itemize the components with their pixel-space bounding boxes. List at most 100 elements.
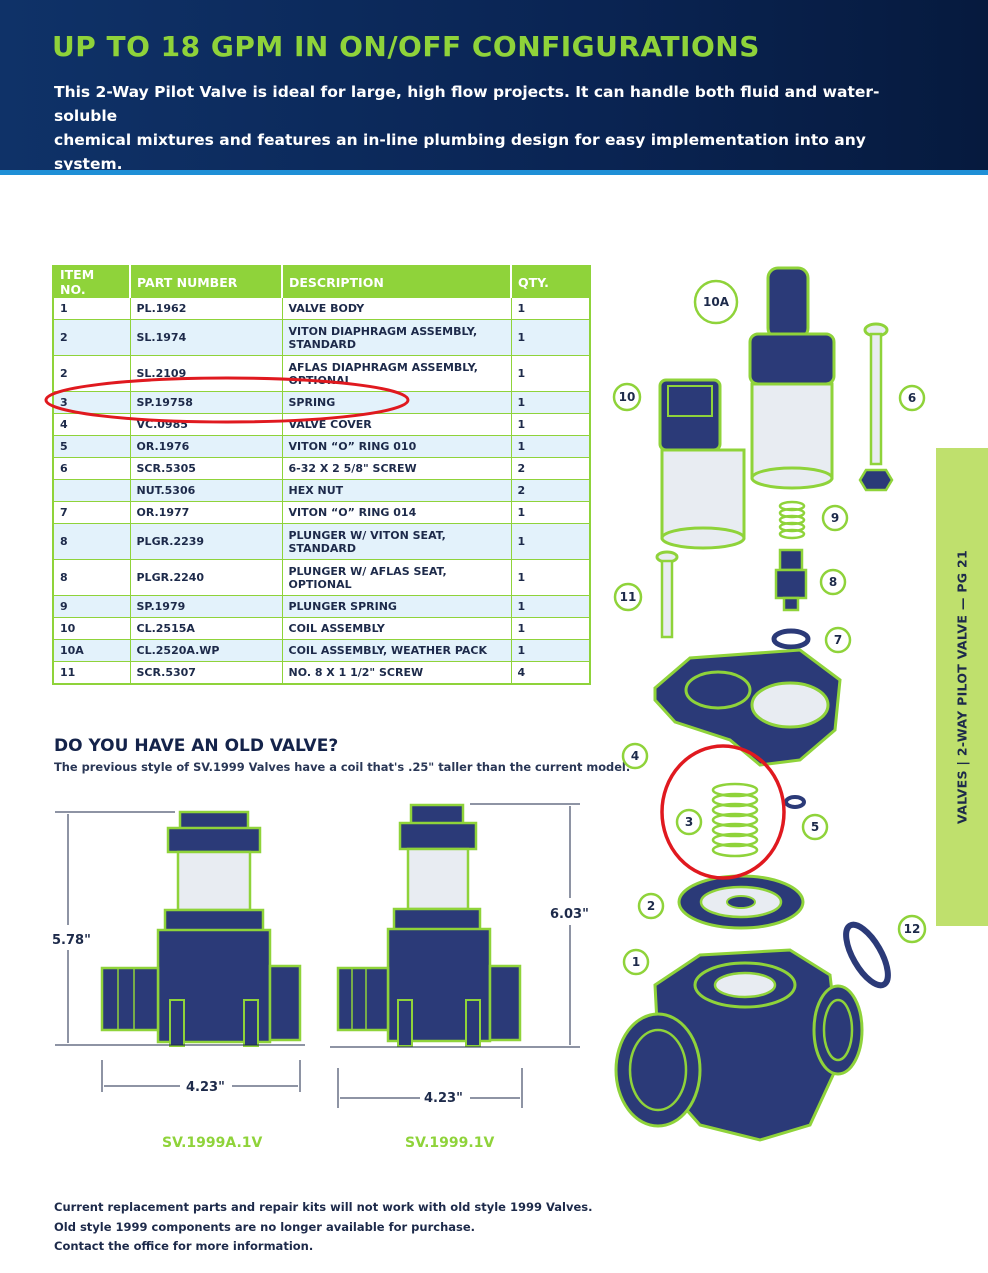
- right-model-label: SV.1999.1V: [405, 1135, 494, 1151]
- intro-line-1: This 2-Way Pilot Valve is ideal for larg…: [54, 83, 880, 125]
- part-number-cell: SP.19758: [129, 391, 283, 414]
- svg-text:10: 10: [619, 390, 636, 404]
- callout-6: 6: [898, 384, 926, 412]
- o-ring-5-part: [784, 795, 806, 809]
- coil-10-part: [658, 378, 746, 550]
- left-model-label: SV.1999A.1V: [162, 1135, 263, 1151]
- item-cell: 3: [52, 391, 131, 414]
- callout-2: 2: [637, 892, 665, 920]
- callout-12: 12: [897, 914, 927, 944]
- part-number-cell: SCR.5307: [129, 661, 283, 685]
- diaphragm-2-part: [677, 874, 805, 930]
- description-line-1: VALVE COVER: [288, 418, 372, 431]
- description-cell: 6-32 X 2 5/8" SCREW: [281, 457, 512, 480]
- right-height-label: 6.03": [550, 907, 589, 922]
- plunger-8-part: [774, 548, 808, 612]
- qty-cell: 1: [510, 595, 591, 618]
- callout-10: 10: [612, 382, 642, 412]
- callout-3: 3: [675, 808, 703, 836]
- qty-cell: 1: [510, 639, 591, 662]
- item-cell: 8: [52, 523, 131, 560]
- callout-1: 1: [622, 948, 650, 976]
- description-cell: PLUNGER W/ VITON SEAT,STANDARD: [281, 523, 512, 560]
- description-line-1: VITON “O” RING 010: [288, 440, 417, 453]
- qty-cell: 2: [510, 479, 591, 502]
- description-line-1: PLUNGER W/ VITON SEAT,: [288, 528, 446, 542]
- qty-cell: 1: [510, 355, 591, 392]
- item-cell: 10A: [52, 639, 131, 662]
- callout-9: 9: [821, 504, 849, 532]
- valve-body-1-part: [614, 948, 864, 1142]
- o-ring-12-part: [843, 921, 891, 989]
- o-ring-7-part: [771, 628, 811, 650]
- svg-text:11: 11: [620, 590, 637, 604]
- screw-6-part: [858, 322, 894, 492]
- callout-10a: 10A: [693, 279, 739, 325]
- part-number-cell: PLGR.2240: [129, 559, 283, 596]
- side-tab: VALVES | 2-WAY PILOT VALVE — PG 21: [936, 448, 988, 926]
- side-tab-label: VALVES | 2-WAY PILOT VALVE — PG 21: [954, 549, 970, 825]
- coil-10a-part: [748, 266, 836, 490]
- description-line-1: COIL ASSEMBLY, WEATHER PACK: [288, 644, 488, 657]
- callout-7: 7: [824, 626, 852, 654]
- highlight-circle-spring: [660, 744, 786, 880]
- description-cell: NO. 8 X 1 1/2" SCREW: [281, 661, 512, 685]
- left-width-label: 4.23": [186, 1080, 225, 1095]
- screw-11-part: [655, 550, 679, 639]
- description-line-1: PLUNGER W/ AFLAS SEAT,: [288, 564, 447, 578]
- column-header-description: DESCRIPTION: [282, 266, 512, 298]
- part-number-cell: SP.1979: [129, 595, 283, 618]
- svg-text:7: 7: [834, 633, 842, 647]
- description-line-1: VITON DIAPHRAGM ASSEMBLY,: [288, 324, 478, 338]
- description-line-1: COIL ASSEMBLY: [288, 622, 385, 635]
- svg-text:5: 5: [811, 820, 819, 834]
- valve-cover-4-part: [653, 648, 842, 767]
- part-number-cell: PL.1962: [129, 297, 283, 320]
- svg-text:2: 2: [647, 899, 655, 913]
- right-width-label: 4.23": [424, 1091, 463, 1106]
- part-number-cell: CL.2515A: [129, 617, 283, 640]
- item-cell: 2: [52, 319, 131, 356]
- description-line-1: SPRING: [288, 396, 336, 409]
- callout-5: 5: [801, 813, 829, 841]
- callout-11: 11: [613, 582, 643, 612]
- callout-4: 4: [621, 742, 649, 770]
- description-line-1: AFLAS DIAPHRAGM ASSEMBLY,: [288, 360, 478, 374]
- description-cell: PLUNGER SPRING: [281, 595, 512, 618]
- description-line-1: 6-32 X 2 5/8" SCREW: [288, 462, 417, 475]
- description-cell: COIL ASSEMBLY, WEATHER PACK: [281, 639, 512, 662]
- header-banner: UP TO 18 GPM IN ON/OFF CONFIGURATIONS Th…: [0, 0, 988, 173]
- qty-cell: 4: [510, 661, 591, 685]
- old-valve-subtext: The previous style of SV.1999 Valves hav…: [54, 760, 631, 774]
- item-cell: 9: [52, 595, 131, 618]
- spring-3-part: [711, 782, 759, 858]
- part-number-cell: SL.2109: [129, 355, 283, 392]
- footnote: Current replacement parts and repair kit…: [54, 1198, 592, 1257]
- right-dimensions: [330, 803, 580, 1108]
- footnote-line-3: Contact the office for more information.: [54, 1239, 314, 1253]
- left-dimensions: [55, 811, 305, 1092]
- svg-text:9: 9: [831, 511, 839, 525]
- svg-text:1: 1: [632, 955, 640, 969]
- description-cell: HEX NUT: [281, 479, 512, 502]
- item-cell: [52, 479, 131, 502]
- description-cell: VITON DIAPHRAGM ASSEMBLY,STANDARD: [281, 319, 512, 356]
- part-number-cell: SL.1974: [129, 319, 283, 356]
- page-title: UP TO 18 GPM IN ON/OFF CONFIGURATIONS: [52, 30, 760, 63]
- header-rule: [0, 170, 988, 175]
- valve-drawing-left: [100, 810, 302, 1047]
- spring-9-part: [778, 500, 806, 540]
- svg-text:6: 6: [908, 391, 916, 405]
- intro-text: This 2-Way Pilot Valve is ideal for larg…: [54, 80, 914, 176]
- description-cell: VITON “O” RING 010: [281, 435, 512, 458]
- svg-text:4: 4: [631, 749, 639, 763]
- description-cell: COIL ASSEMBLY: [281, 617, 512, 640]
- qty-cell: 1: [510, 319, 591, 356]
